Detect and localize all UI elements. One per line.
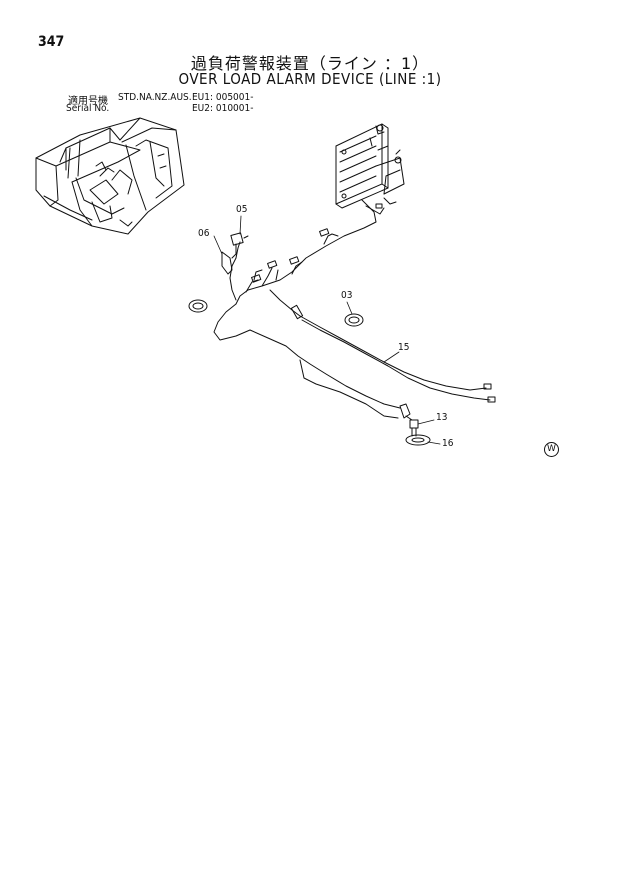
title-english: OVER LOAD ALARM DEVICE (LINE :1): [178, 70, 442, 88]
clip-06: [221, 251, 233, 275]
switch-05: [230, 232, 249, 259]
callout-06: 06: [198, 228, 210, 239]
title-japanese: 過負荷警報装置（ライン ：1）: [190, 54, 430, 73]
callout-05: 05: [236, 204, 248, 215]
harness-connectors: [251, 203, 496, 403]
callout-03: 03: [341, 290, 353, 301]
leader-lines: [213, 215, 441, 445]
serial-eu2: EU2: 010001-: [192, 103, 254, 114]
callout-16: 16: [442, 438, 454, 449]
left-clamp: [188, 299, 208, 313]
callout-15: 15: [398, 342, 410, 353]
machine-cab-illustration: [35, 117, 185, 235]
clamp-03: [344, 313, 364, 327]
serial-eu1: EU1: 005001-: [192, 92, 254, 103]
applicability-label-jp: 適用号機: [68, 96, 108, 107]
seal-16: [405, 434, 431, 446]
applicability-models: STD.NA.NZ.AUS.: [118, 92, 192, 103]
controller-bracket: [335, 123, 405, 209]
callout-13: 13: [436, 412, 448, 423]
w-mark: W: [544, 442, 559, 457]
wire-harness: [213, 199, 491, 419]
applicability-label-en: Serial No.: [66, 103, 110, 114]
pressure-sensor-13: [399, 403, 419, 437]
page-number: 347: [38, 34, 65, 50]
